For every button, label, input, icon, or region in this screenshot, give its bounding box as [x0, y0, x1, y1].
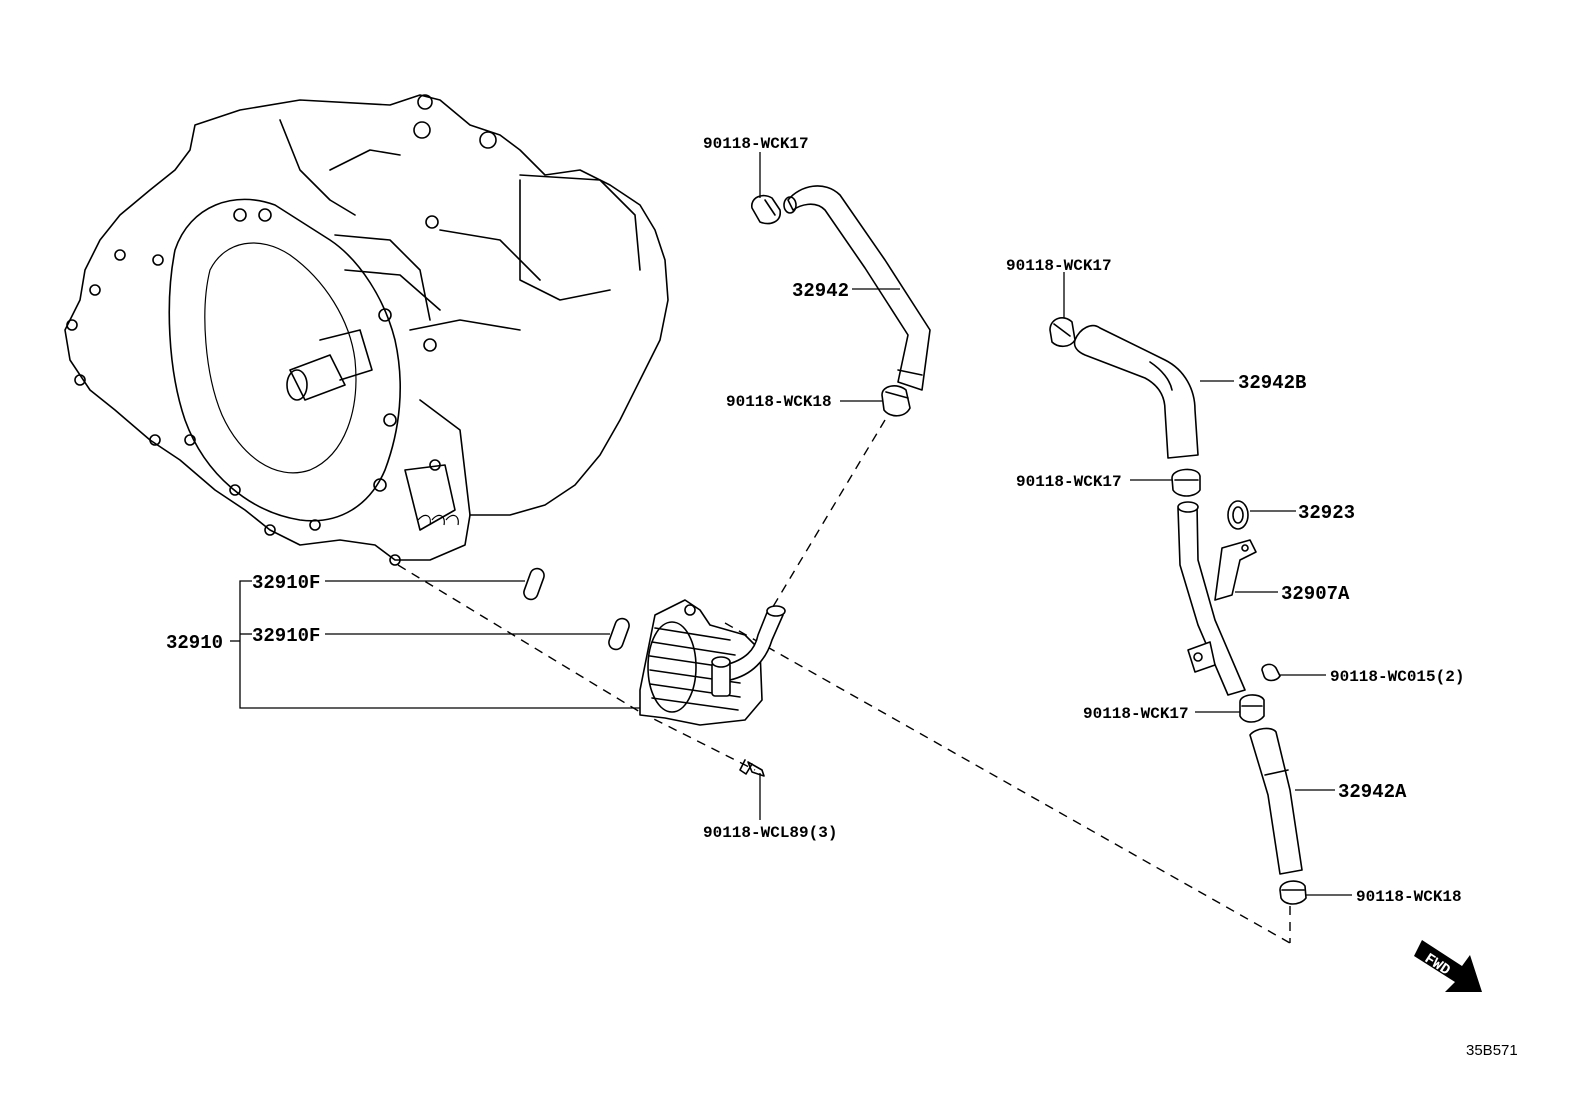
hose-32942b: [1073, 324, 1199, 459]
oil-cooler: [639, 599, 786, 726]
fwd-arrow-icon: FWD: [1414, 940, 1482, 992]
bolt-wcl89: [739, 759, 765, 777]
bolt-wc015: [1261, 663, 1281, 682]
label-32910: 32910: [166, 632, 223, 654]
pipe-32907a: [1177, 501, 1257, 696]
hose-32942a: [1249, 727, 1303, 875]
label-32942a: 32942A: [1338, 781, 1407, 803]
label-32910f-top: 32910F: [252, 572, 320, 594]
leader-lines: [230, 152, 1352, 896]
hose-32942: [783, 185, 931, 391]
label-90118-wcl89: 90118-WCL89(3): [703, 824, 837, 842]
clamp-wck17-right-mid: [1171, 468, 1201, 497]
clamp-wck17-right-low: [1239, 694, 1265, 723]
label-90118-wck17-right-top: 90118-WCK17: [1006, 257, 1112, 275]
label-32910f-bottom: 32910F: [252, 625, 320, 647]
clamp-wck18-bottom: [1279, 880, 1307, 943]
transmission-housing: [64, 94, 669, 566]
clamp-wck17-top: [751, 194, 781, 225]
assembly-lines: [397, 419, 1291, 944]
label-90118-wck18-mid: 90118-WCK18: [726, 393, 832, 411]
label-90118-wck17-top: 90118-WCK17: [703, 135, 809, 153]
label-32923: 32923: [1298, 502, 1355, 524]
label-90118-wck17-right-mid: 90118-WCK17: [1016, 473, 1122, 491]
diagram-code: 35B571: [1466, 1042, 1518, 1059]
label-32942: 32942: [792, 280, 849, 302]
o-rings: [523, 567, 630, 651]
clamp-wck17-right-top: [1049, 317, 1076, 348]
label-90118-wck18-bottom: 90118-WCK18: [1356, 888, 1462, 906]
label-32942b: 32942B: [1238, 372, 1306, 394]
label-90118-wck17-right-low: 90118-WCK17: [1083, 705, 1189, 723]
clamp-wck18-mid: [881, 385, 911, 417]
label-90118-wc015: 90118-WC015(2): [1330, 668, 1464, 686]
label-32907a: 32907A: [1281, 583, 1350, 605]
clamp-32923: [1227, 500, 1249, 530]
